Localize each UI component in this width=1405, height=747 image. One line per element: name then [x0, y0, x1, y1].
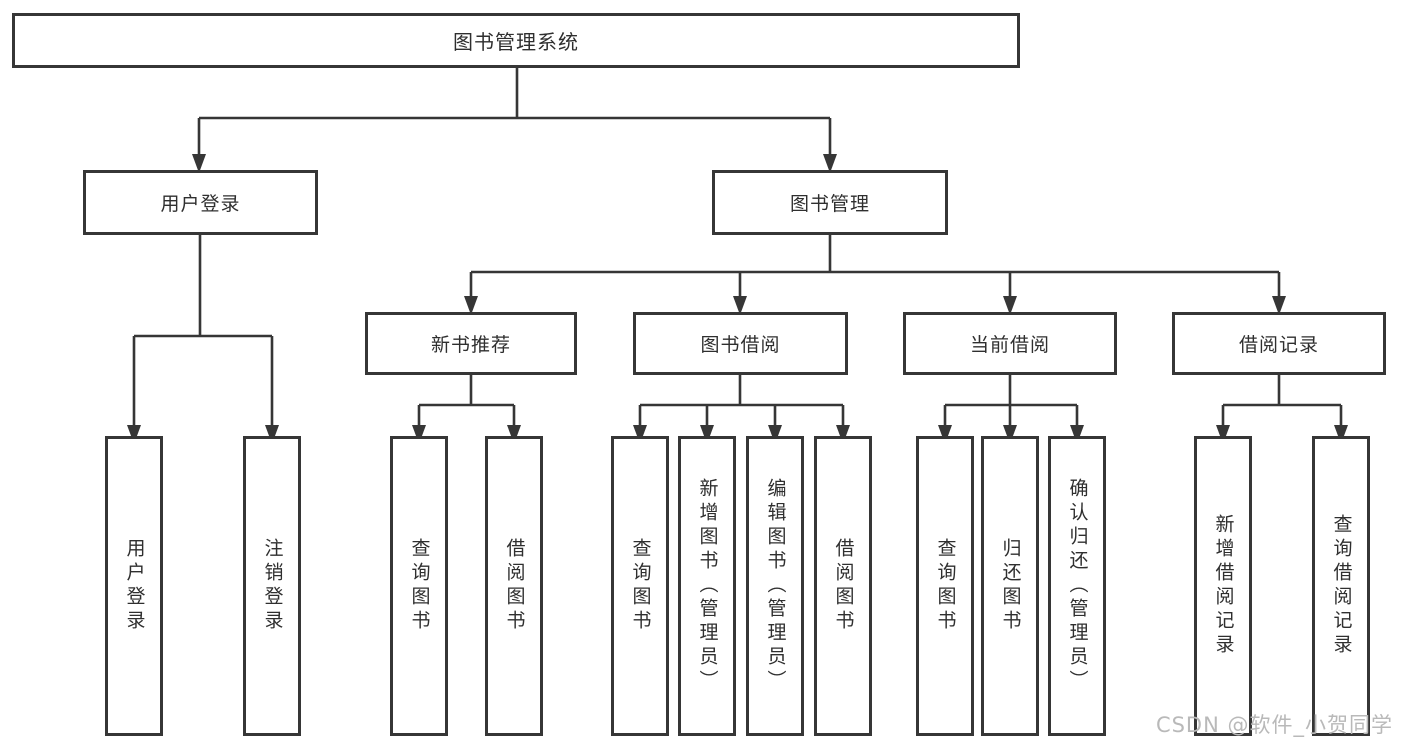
arrowhead	[1216, 425, 1230, 444]
arrowhead	[1334, 425, 1348, 444]
node-current-borrow-label: 当前借阅	[969, 334, 1050, 356]
leaf-borrow-records-0: 新增借阅记录	[1194, 436, 1252, 736]
leaf-book-borrow-3: 借阅图书	[814, 436, 872, 736]
leaf-label: 新增借阅记录	[1212, 514, 1235, 658]
arrowhead	[938, 425, 952, 444]
leaf-label: 查询图书	[934, 538, 957, 634]
arrowhead	[127, 425, 141, 444]
connector-path	[943, 375, 1079, 428]
node-new-books-label: 新书推荐	[430, 334, 511, 356]
leaf-current-borrow-1: 归还图书	[981, 436, 1039, 736]
connector-path	[638, 375, 845, 428]
node-book-mgmt: 图书管理	[712, 170, 948, 235]
arrowhead	[464, 296, 478, 315]
node-root-label: 图书管理系统	[453, 30, 579, 54]
arrowhead	[700, 425, 714, 444]
connector-path	[469, 235, 1281, 299]
connector-path	[197, 68, 832, 157]
leaf-new-books-1: 借阅图书	[485, 436, 543, 736]
arrowhead	[507, 425, 521, 444]
node-book-borrow-label: 图书借阅	[700, 334, 781, 356]
arrowhead	[1272, 296, 1286, 315]
arrowhead	[265, 425, 279, 444]
arrowhead	[1070, 425, 1084, 444]
leaf-book-borrow-1: 新增图书（管理员）	[678, 436, 736, 736]
leaf-label: 用户登录	[123, 538, 146, 634]
node-borrow-records-label: 借阅记录	[1238, 334, 1319, 356]
leaf-label: 查询图书	[408, 538, 431, 634]
leaf-current-borrow-0: 查询图书	[916, 436, 974, 736]
leaf-label: 归还图书	[999, 538, 1022, 634]
leaf-new-books-0: 查询图书	[390, 436, 448, 736]
leaf-current-borrow-2: 确认归还（管理员）	[1048, 436, 1106, 736]
node-book-mgmt-label: 图书管理	[789, 193, 870, 215]
leaf-user-login-0: 用户登录	[105, 436, 163, 736]
arrowhead	[412, 425, 426, 444]
leaf-label: 新增图书（管理员）	[696, 478, 719, 694]
arrowhead	[768, 425, 782, 444]
node-user-login: 用户登录	[83, 170, 318, 235]
arrowhead	[633, 425, 647, 444]
node-user-login-label: 用户登录	[160, 193, 241, 215]
leaf-label: 确认归还（管理员）	[1066, 478, 1089, 694]
connector-path	[417, 375, 516, 428]
arrowhead	[1003, 296, 1017, 315]
node-book-borrow: 图书借阅	[633, 312, 848, 375]
leaf-label: 编辑图书（管理员）	[764, 478, 787, 694]
leaf-label: 注销登录	[261, 538, 284, 634]
leaf-book-borrow-2: 编辑图书（管理员）	[746, 436, 804, 736]
node-new-books: 新书推荐	[365, 312, 577, 375]
node-borrow-records: 借阅记录	[1172, 312, 1386, 375]
connector-path	[1221, 375, 1343, 428]
arrowhead	[823, 154, 837, 173]
node-root: 图书管理系统	[12, 13, 1020, 68]
leaf-label: 借阅图书	[503, 538, 526, 634]
arrowhead	[192, 154, 206, 173]
arrowhead	[836, 425, 850, 444]
arrowhead	[1003, 425, 1017, 444]
leaf-user-login-1: 注销登录	[243, 436, 301, 736]
leaf-borrow-records-1: 查询借阅记录	[1312, 436, 1370, 736]
arrowhead	[733, 296, 747, 315]
leaf-label: 查询图书	[629, 538, 652, 634]
leaf-book-borrow-0: 查询图书	[611, 436, 669, 736]
connector-path	[132, 235, 274, 428]
node-current-borrow: 当前借阅	[903, 312, 1117, 375]
leaf-label: 查询借阅记录	[1330, 514, 1353, 658]
leaf-label: 借阅图书	[832, 538, 855, 634]
